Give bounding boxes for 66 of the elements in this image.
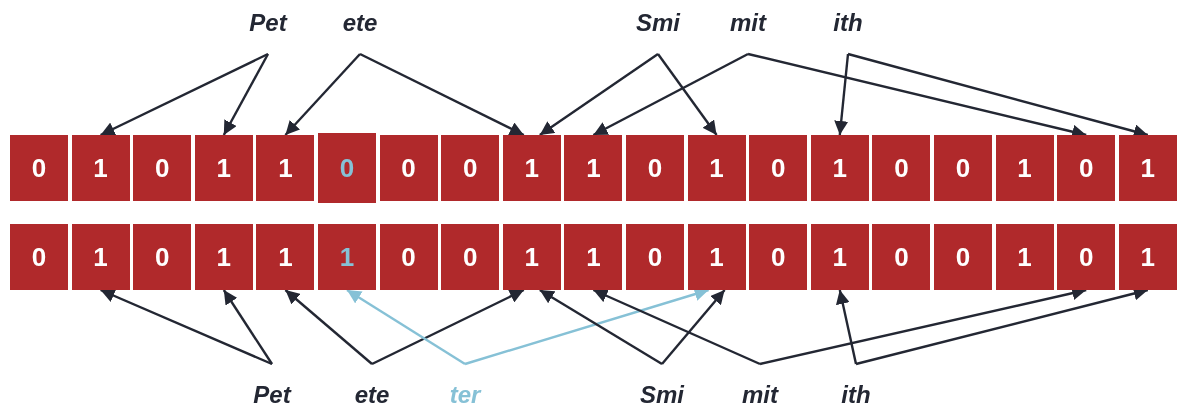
- bit-cell: 1: [256, 224, 315, 290]
- substring-label: ete: [340, 364, 404, 410]
- bit-cell: 0: [872, 135, 931, 201]
- bit-cell: 1: [687, 224, 746, 290]
- arrow: [284, 289, 373, 365]
- arrow: [539, 53, 659, 136]
- arrow: [539, 288, 663, 366]
- arrow: [371, 288, 525, 366]
- bit-cell: 0: [934, 135, 992, 201]
- bit-cell: 0: [133, 224, 192, 290]
- bit-cell: 0: [318, 133, 376, 203]
- bit-cell: 0: [749, 135, 808, 201]
- substring-label: mit: [728, 364, 792, 410]
- arrow: [222, 289, 273, 365]
- arrow: [100, 52, 269, 137]
- bit-cell: 1: [564, 135, 623, 201]
- substring-label: Smi: [630, 364, 694, 410]
- bit-cell: 1: [810, 224, 869, 290]
- arrow: [100, 288, 273, 366]
- bit-cell: 1: [502, 135, 561, 201]
- bit-cell: 1: [71, 135, 130, 201]
- substring-label: ete: [328, 8, 392, 54]
- bit-cell: 0: [626, 135, 684, 201]
- bit-cell: 0: [749, 224, 808, 290]
- bit-cell: 1: [256, 135, 315, 201]
- arrow: [834, 53, 850, 136]
- arrow: [284, 53, 361, 136]
- substring-label: Smi: [626, 8, 690, 54]
- bit-cell: 1: [194, 135, 253, 201]
- bit-cell: 1: [71, 224, 130, 290]
- bit-cell: 1: [687, 135, 746, 201]
- bit-cell: 0: [441, 135, 500, 201]
- substring-label: Pet: [236, 8, 300, 54]
- bit-cell: 0: [872, 224, 931, 290]
- arrow: [592, 288, 761, 366]
- bit-cell: 0: [10, 135, 68, 201]
- arrow: [222, 53, 270, 136]
- substring-label: mit: [716, 8, 780, 54]
- bit-cell: 0: [441, 224, 500, 290]
- bit-cell: 1: [1118, 224, 1177, 290]
- bit-cell: 1: [810, 135, 869, 201]
- substring-label: ter: [433, 364, 497, 410]
- bit-cell: 0: [133, 135, 192, 201]
- arrow: [657, 53, 718, 136]
- bit-cell: 0: [379, 224, 438, 290]
- substring-label: Pet: [240, 364, 304, 410]
- bit-cell: 0: [10, 224, 68, 290]
- bit-cell: 1: [995, 135, 1054, 201]
- bit-cell: 1: [194, 224, 253, 290]
- bit-cell: 0: [626, 224, 684, 290]
- bit-cell: 1: [318, 224, 376, 290]
- arrow: [661, 289, 726, 365]
- bit-cell: 1: [564, 224, 623, 290]
- bit-cell: 0: [1057, 224, 1116, 290]
- arrow: [835, 289, 858, 365]
- arrow: [592, 52, 749, 137]
- bit-cell: 0: [1057, 135, 1116, 201]
- bit-cell: 1: [995, 224, 1054, 290]
- arrow: [359, 52, 525, 137]
- substring-label: ith: [816, 8, 880, 54]
- arrow: [346, 289, 466, 365]
- bit-cell: 0: [379, 135, 438, 201]
- bit-cell: 1: [502, 224, 561, 290]
- bit-cell: 1: [1118, 135, 1177, 201]
- bit-cell: 0: [934, 224, 992, 290]
- substring-label: ith: [824, 364, 888, 410]
